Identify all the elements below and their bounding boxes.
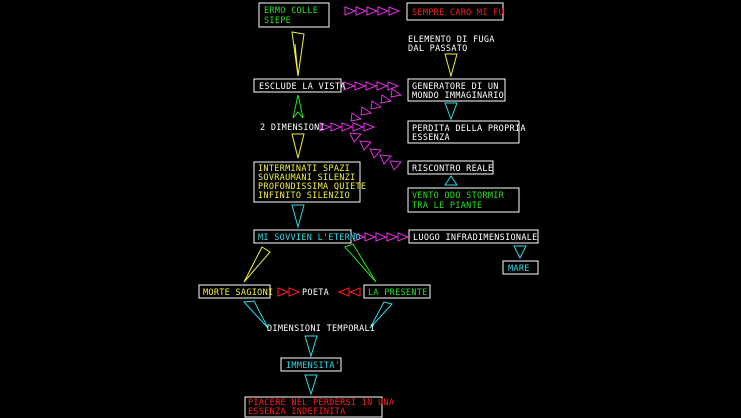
label-mare: MARE: [508, 264, 530, 274]
arrow-generatore-to-perdita: [444, 102, 458, 121]
arrow-interminati-to-sovvien: [291, 204, 305, 229]
label-interminati-line4: INFINITO SILENZIO: [258, 191, 350, 201]
label-perdita-line2: ESSENZA: [412, 133, 450, 143]
box-perdita: [407, 120, 520, 144]
arrow-2dim-to-interminati: [291, 133, 305, 159]
arrow-sovvien-to-presente: [344, 243, 377, 283]
label-riscontro: RISCONTRO REALE: [412, 164, 493, 174]
chain-2dim-to-perdita: [319, 122, 376, 132]
label-generatore-line2: MONDO IMMAGINARIO: [412, 91, 504, 101]
chain-sovvien-to-luogo: [353, 232, 410, 242]
chain-ermo-to-sempre: [344, 6, 401, 16]
chain-presente-to-poeta: [337, 287, 361, 297]
box-riscontro: [407, 160, 494, 175]
label-interminati-line1: INTERMINATI SPAZI: [258, 164, 350, 174]
box-sovvien: [253, 229, 352, 244]
label-interminati-line2: SOVRAUMANI SILENZI: [258, 173, 356, 183]
label-morte: MORTE SAGIONI: [203, 288, 273, 298]
label-elemento-line2: DAL PASSATO: [408, 44, 468, 54]
label-luogo: LUOGO INFRADIMENSIONALE: [413, 233, 538, 243]
box-interminati: [253, 161, 361, 203]
label-vento-line1: VENTO ODO STORMIR: [412, 191, 505, 201]
label-immensita: IMMENSITA': [286, 361, 340, 371]
arrow-morte-to-dimtemp: [242, 300, 269, 329]
label-ermo-line1: ERMO COLLE: [264, 6, 318, 16]
chain-2dim-to-riscontro: [349, 132, 403, 171]
box-piacere: [244, 396, 383, 418]
label-piacere-line2: ESSENZA INDEFINITA: [248, 407, 346, 417]
label-perdita-line1: PERDITA DELLA PROPRIA: [412, 124, 526, 134]
box-generatore: [407, 78, 506, 102]
label-generatore-line1: GENERATORE DI UN: [412, 82, 499, 92]
box-esclude-vista: [253, 78, 342, 93]
label-sempre-caro: SEMPRE CARO MI FU: [412, 8, 504, 18]
box-morte: [198, 284, 271, 299]
arrow-dimtemp-to-immensita: [304, 335, 318, 358]
label-vento-line2: TRA LE PIANTE: [412, 201, 482, 211]
box-immensita: [280, 357, 342, 372]
label-piacere-line1: PIACERE NEL PERDERSI IN UNA: [248, 398, 394, 408]
label-dimensioni-temporali: DIMENSIONI TEMPORALI: [267, 324, 375, 334]
chain-esclude-to-generatore: [343, 81, 400, 91]
arrow-elemento-to-generatore: [444, 53, 458, 78]
arrow-immensita-to-piacere: [304, 374, 318, 396]
label-poeta: POETA: [302, 288, 329, 298]
box-presente: [363, 284, 431, 299]
arrow-esclude-to-2dim: [292, 94, 304, 119]
arrow-presente-to-dimtemp: [369, 301, 393, 329]
label-ermo-line2: SIEPE: [264, 16, 291, 26]
arrow-luogo-to-mare: [513, 245, 527, 260]
label-2-dimensioni: 2 DIMENSIONI: [260, 123, 325, 133]
arrow-ermo-to-esclude: [291, 31, 305, 77]
box-luogo: [408, 229, 539, 244]
label-sovvien: MI SOVVIEN L'ETERNO: [258, 233, 361, 243]
arrow-vento-to-riscontro: [444, 175, 458, 186]
label-presente: LA PRESENTE: [368, 288, 428, 298]
box-sempre-caro: [406, 2, 504, 21]
arrow-sovvien-to-morte: [243, 246, 271, 283]
chain-morte-to-poeta: [277, 287, 301, 297]
box-vento: [407, 187, 520, 213]
box-mare: [502, 260, 539, 275]
box-ermo-colle: [258, 2, 330, 28]
label-esclude-vista: ESCLUDE LA VISTA: [259, 82, 346, 92]
label-elemento-line1: ELEMENTO DI FUGA: [408, 35, 495, 45]
label-interminati-line3: PROFONDISSIMA QUIETE: [258, 182, 366, 192]
chain-2dim-to-generatore: [350, 88, 403, 122]
